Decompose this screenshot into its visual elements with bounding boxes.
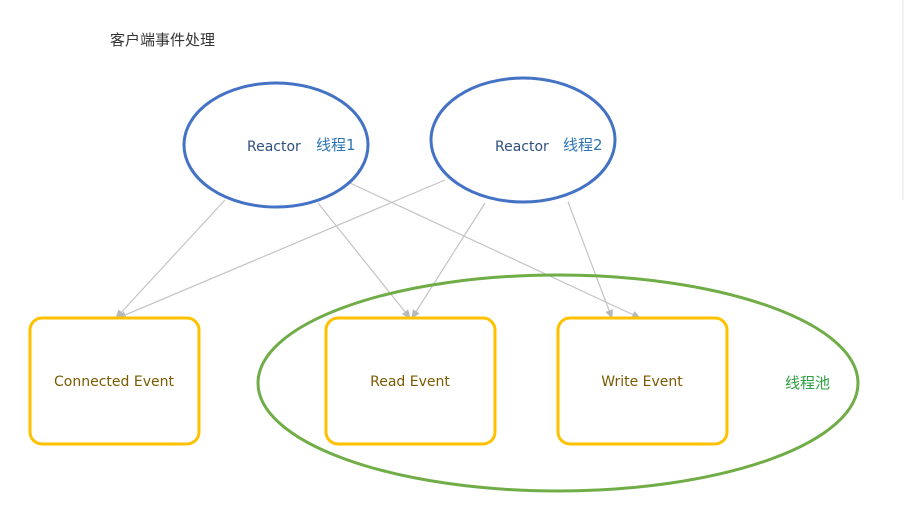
edge-reactor1-write <box>349 182 641 319</box>
reactor-1-thread-label: 线程1 <box>316 136 356 154</box>
reactor-1-ellipse <box>182 81 370 209</box>
edge-reactor1-read <box>317 202 411 319</box>
write-event-label: Write Event <box>601 374 683 390</box>
reactor-2-label: Reactor <box>495 139 549 155</box>
edge-reactor2-write <box>567 201 613 319</box>
write-event-rect <box>556 316 729 446</box>
reactor-2-ellipse <box>429 76 617 204</box>
edge-reactor2-connected <box>117 179 446 319</box>
reactor-node-1: Reactor 线程1 <box>182 81 370 209</box>
thread-pool-ellipse <box>256 273 860 493</box>
write-event-box: Write Event <box>556 316 729 446</box>
read-event-label: Read Event <box>370 374 450 390</box>
read-event-rect <box>324 316 497 446</box>
edges <box>115 179 641 319</box>
reactor-node-2: Reactor 线程2 <box>429 76 617 204</box>
diagram-title: 客户端事件处理 <box>110 31 215 49</box>
connected-event-rect <box>28 316 201 446</box>
reactor-2-thread-label: 线程2 <box>563 136 603 154</box>
edge-reactor2-read <box>411 202 486 319</box>
thread-pool-label: 线程池 <box>785 374 830 392</box>
connected-event-label: Connected Event <box>54 374 174 390</box>
connected-event-box: Connected Event <box>28 316 201 446</box>
edge-reactor1-connected <box>115 199 226 319</box>
read-event-box: Read Event <box>324 316 497 446</box>
reactor-1-label: Reactor <box>247 139 301 155</box>
